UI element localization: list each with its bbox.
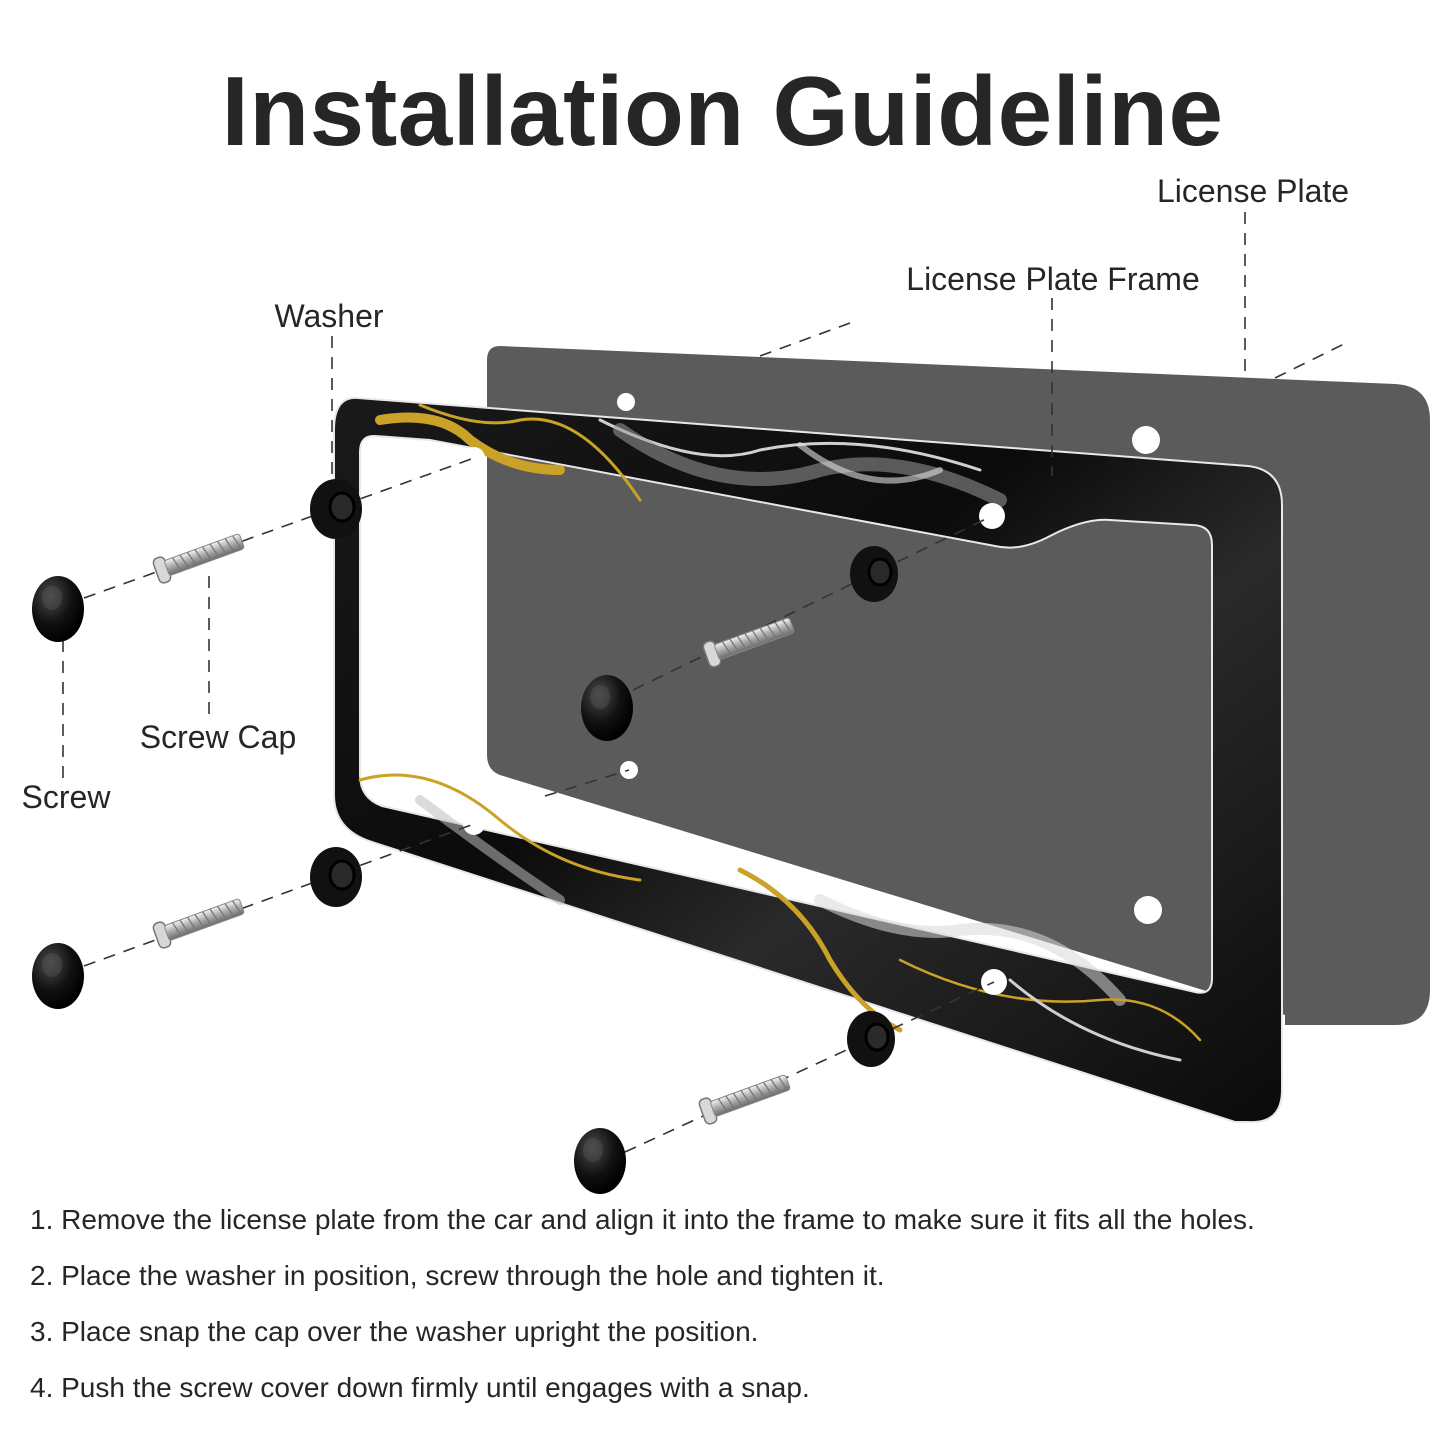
alignment-lines (62, 212, 1349, 1153)
step-4: 4. Push the screw cover down firmly unti… (30, 1372, 810, 1403)
screw (151, 527, 248, 586)
license-plate-frame (333, 396, 1283, 1124)
instruction-steps: 1. Remove the license plate from the car… (30, 1198, 1440, 1422)
label-license-plate-frame: License Plate Frame (906, 261, 1199, 297)
frame-hole (463, 813, 485, 835)
screw-cap (581, 675, 633, 741)
step-2: 2. Place the washer in position, screw t… (30, 1260, 885, 1291)
step-3: 3. Place snap the cap over the washer up… (30, 1316, 759, 1347)
label-screw: Screw (22, 779, 112, 815)
frame-hole (463, 447, 485, 469)
washer (310, 847, 362, 907)
plate-hole (1132, 426, 1160, 454)
screw-cap (32, 576, 84, 642)
label-screw-cap: Screw Cap (140, 719, 297, 755)
washer (310, 479, 362, 539)
washer (850, 546, 898, 602)
label-license-plate: License Plate (1157, 173, 1349, 209)
page-title: Installation Guideline (221, 56, 1224, 166)
screw-cap (32, 943, 84, 1009)
plate-hole (1134, 896, 1162, 924)
screw (151, 892, 248, 951)
label-washer: Washer (274, 298, 383, 334)
screw (697, 1068, 794, 1127)
plate-hole (617, 393, 635, 411)
washer (847, 1011, 895, 1067)
frame-hole (979, 503, 1005, 529)
screw-cap (574, 1128, 626, 1194)
step-1: 1. Remove the license plate from the car… (30, 1204, 1255, 1235)
